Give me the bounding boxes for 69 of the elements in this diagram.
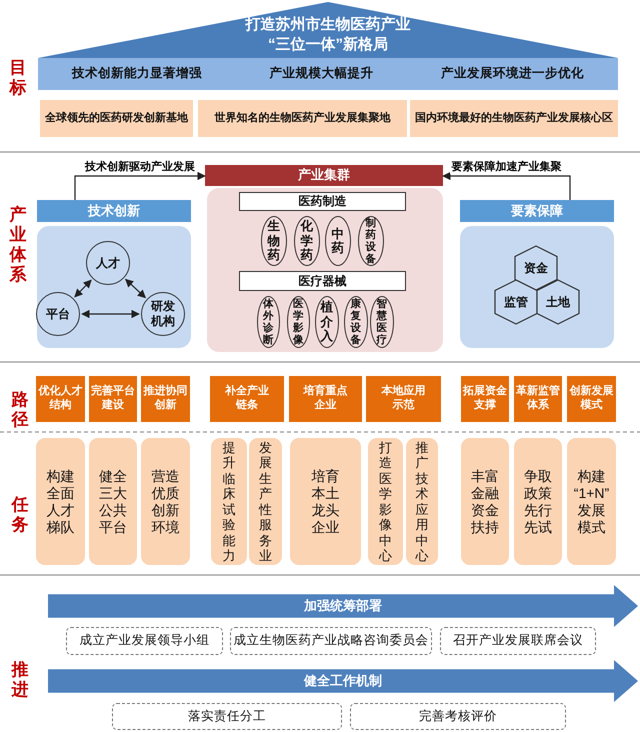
arrow <box>442 172 571 200</box>
task-card: 构建“1+N”发展模式 <box>567 438 616 565</box>
task-card: 健全三大公共平台 <box>89 438 137 565</box>
section-label: 产业体系 <box>8 205 28 285</box>
roof-banner: 打造苏州市生物医药产业“三位一体”新格局 <box>38 2 618 58</box>
panel-background <box>207 188 443 352</box>
arrow <box>74 172 206 200</box>
goal-box: 全球领先的医药研发创新基地 <box>40 100 193 137</box>
dashed-box: 成立生物医药产业战略咨询委员会 <box>230 627 432 655</box>
section-label: 路径 <box>10 390 30 430</box>
hexagon-node: 土地 <box>535 279 581 325</box>
panel-background <box>460 226 614 348</box>
path-box: 优化人才结构 <box>36 376 85 422</box>
goal-text: 产业规模大幅提升 <box>269 66 374 82</box>
section-label: 目标 <box>8 58 28 98</box>
double-arrow <box>74 280 92 298</box>
goal-box: 世界知名的生物医药产业发展集聚地 <box>198 100 407 137</box>
path-box: 补全产业链条 <box>210 376 284 422</box>
oval-node: 制药设备 <box>358 216 384 266</box>
double-arrow <box>124 278 146 298</box>
section-label: 推进 <box>10 660 30 700</box>
dashed-box: 完善考核评价 <box>350 703 566 730</box>
dashed-box: 落实责任分工 <box>112 703 342 730</box>
panel-background <box>37 226 191 348</box>
oval-node: 康复设备 <box>344 296 368 348</box>
oval-node: 化学药 <box>294 216 320 266</box>
task-card: 打造医学影像中心 <box>368 438 403 565</box>
path-box: 培育重点企业 <box>289 376 362 422</box>
category-box: 医药制造 <box>239 192 406 211</box>
edge-label: 技术创新驱动产业发展 <box>83 159 197 174</box>
category-box: 医疗器械 <box>239 271 406 291</box>
path-box: 革新监管体系 <box>514 376 562 422</box>
oval-node: 智慧医疗 <box>370 296 394 348</box>
task-card: 营造优质创新环境 <box>141 438 190 565</box>
double-arrow <box>81 310 140 318</box>
task-card: 提升临床试验能力 <box>211 438 247 565</box>
oval-node: 医学影像 <box>287 296 310 348</box>
goal-text: 产业发展环境进一步优化 <box>441 66 584 82</box>
path-box: 推进协同创新 <box>141 376 190 422</box>
path-box: 拓展资金支撑 <box>461 376 509 422</box>
header-bar: 要素保障 <box>460 200 614 222</box>
oval-node: 植介入 <box>315 296 339 348</box>
dashed-box: 成立产业发展领导小组 <box>66 627 223 655</box>
dashed-box: 召开产业发展联席会议 <box>440 627 596 655</box>
goal-box: 国内环境最好的生物医药产业发展核心区 <box>410 100 618 137</box>
path-box: 本地应用示范 <box>366 376 441 422</box>
circle-node: 人才 <box>86 241 130 285</box>
hexagon-node: 监管 <box>493 279 539 325</box>
goal-band <box>38 58 618 90</box>
task-card: 培育本土龙头企业 <box>290 438 361 565</box>
goal-text: 技术创新能力显著增强 <box>72 66 202 82</box>
task-card: 争取政策先行先试 <box>514 438 562 565</box>
banner-arrow: 健全工作机制 <box>48 660 638 702</box>
header-bar: 产业集群 <box>205 165 443 186</box>
path-box: 完善平台建设 <box>89 376 137 422</box>
path-box: 创新发展模式 <box>567 376 616 422</box>
oval-node: 生物药 <box>261 216 287 266</box>
circle-node: 研发机构 <box>141 292 185 336</box>
section-label: 任务 <box>10 495 30 535</box>
oval-node: 中药 <box>325 216 351 266</box>
banner-arrow: 加强统筹部署 <box>48 585 638 627</box>
task-card: 丰富金融资金扶持 <box>461 438 509 565</box>
oval-node: 体外诊断 <box>257 296 280 348</box>
edge-label: 要素保障加速产业集聚 <box>450 159 564 174</box>
task-card: 构建全面人才梯队 <box>36 438 85 565</box>
task-card: 发展生产性服务业 <box>249 438 282 565</box>
header-bar: 技术创新 <box>37 200 191 222</box>
circle-node: 平台 <box>36 292 80 336</box>
task-card: 推广技术应用中心 <box>406 438 438 565</box>
